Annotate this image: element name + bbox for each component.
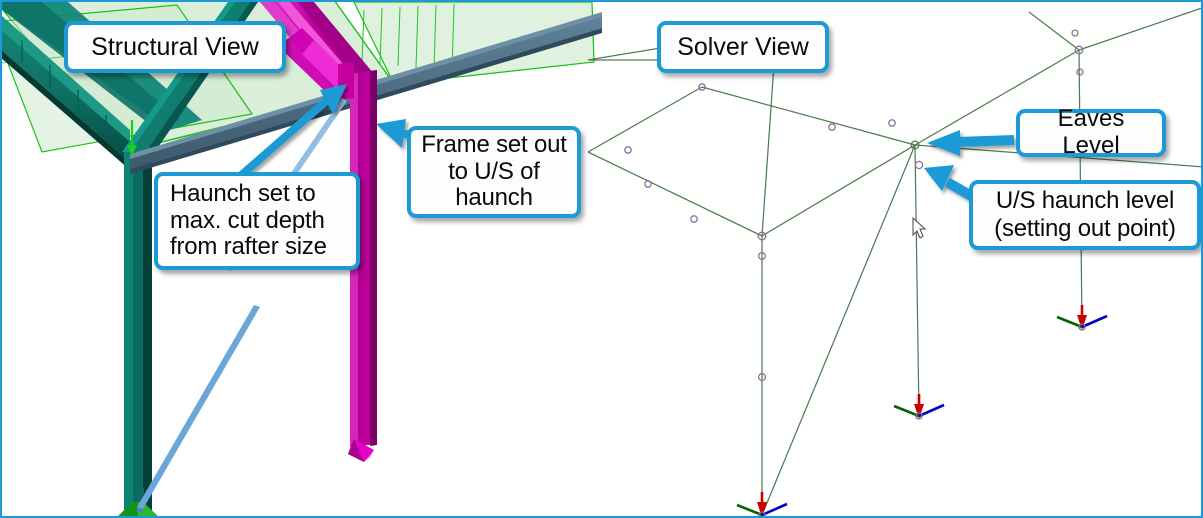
axis-triad-middle (893, 394, 945, 420)
callout-eaves-level: Eaves Level (1016, 105, 1166, 159)
axis-triad-right (1056, 305, 1108, 331)
leader-haunch-depth (234, 84, 347, 182)
axis-triad-left (736, 492, 788, 516)
callout-structural-view: Structural View (64, 21, 286, 73)
callout-haunch-depth: Haunch set to max. cut depth from rafter… (154, 172, 360, 270)
callout-solver-view: Solver View (657, 21, 829, 73)
node-marker-left-eaves (127, 120, 137, 156)
callout-us-haunch-level: U/S haunch level (setting out point) (969, 180, 1201, 250)
brace-diagonal (137, 305, 260, 512)
column-left (124, 152, 152, 512)
support-right-column (348, 439, 374, 462)
callout-frame-set-out: Frame set out to U/S of haunch (407, 126, 581, 218)
mouse-cursor (912, 216, 927, 239)
eaves-beam-left (2, 15, 130, 170)
leader-eaves-level (927, 130, 1015, 156)
